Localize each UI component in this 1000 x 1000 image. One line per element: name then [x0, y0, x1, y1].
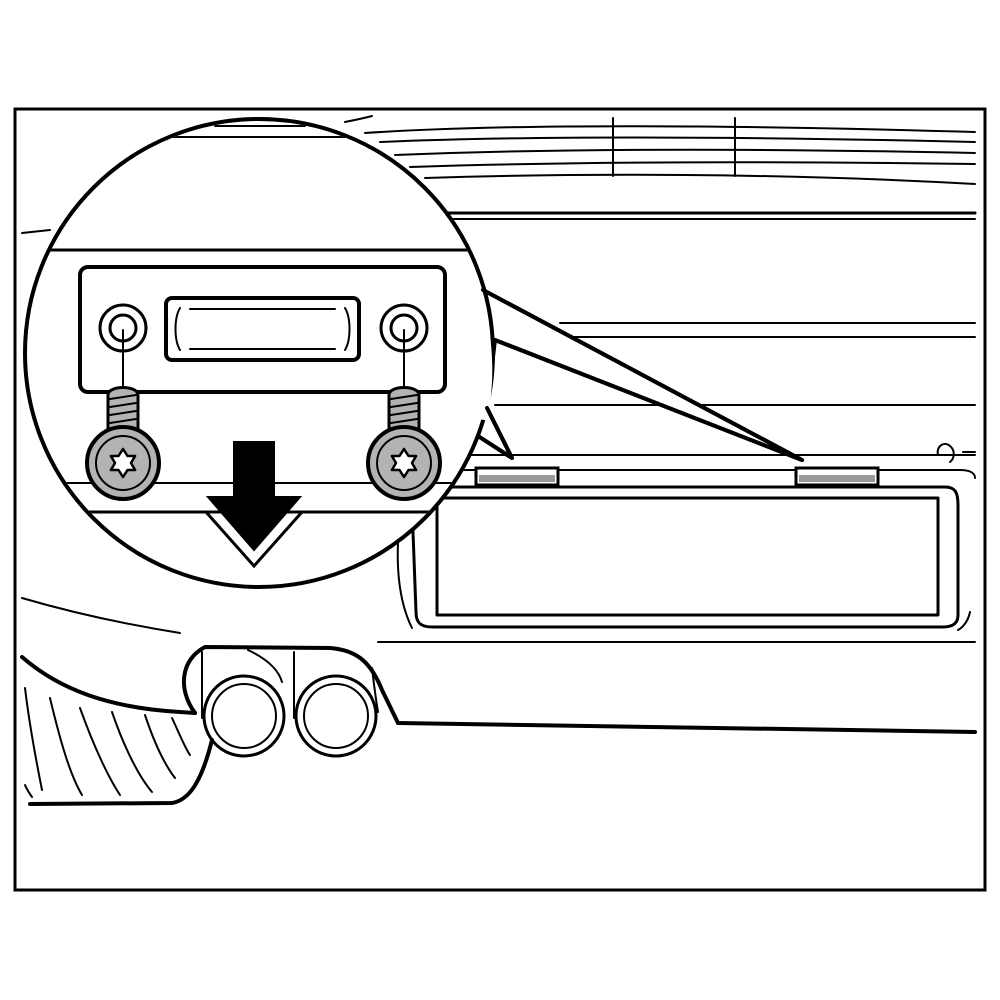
trunk-lid-lines — [443, 211, 977, 479]
license-plate-recess — [396, 485, 960, 629]
car-rear-view — [20, 115, 977, 806]
license-plate-lamp-right — [794, 466, 880, 487]
down-arrow-icon — [204, 441, 304, 569]
rear-tyre — [24, 687, 214, 806]
torx-screw-left — [85, 329, 161, 501]
rear-bumper — [20, 597, 977, 734]
rear-spoiler-lines — [21, 115, 976, 234]
license-plate-lamp-left — [474, 466, 560, 487]
torx-screw-right — [366, 329, 442, 501]
torx-icon — [390, 447, 418, 479]
torx-icon — [109, 447, 137, 479]
figure-frame — [13, 107, 987, 892]
exhaust-tips — [181, 645, 400, 758]
lamp-housing — [78, 265, 447, 394]
detail-callout — [23, 117, 804, 589]
